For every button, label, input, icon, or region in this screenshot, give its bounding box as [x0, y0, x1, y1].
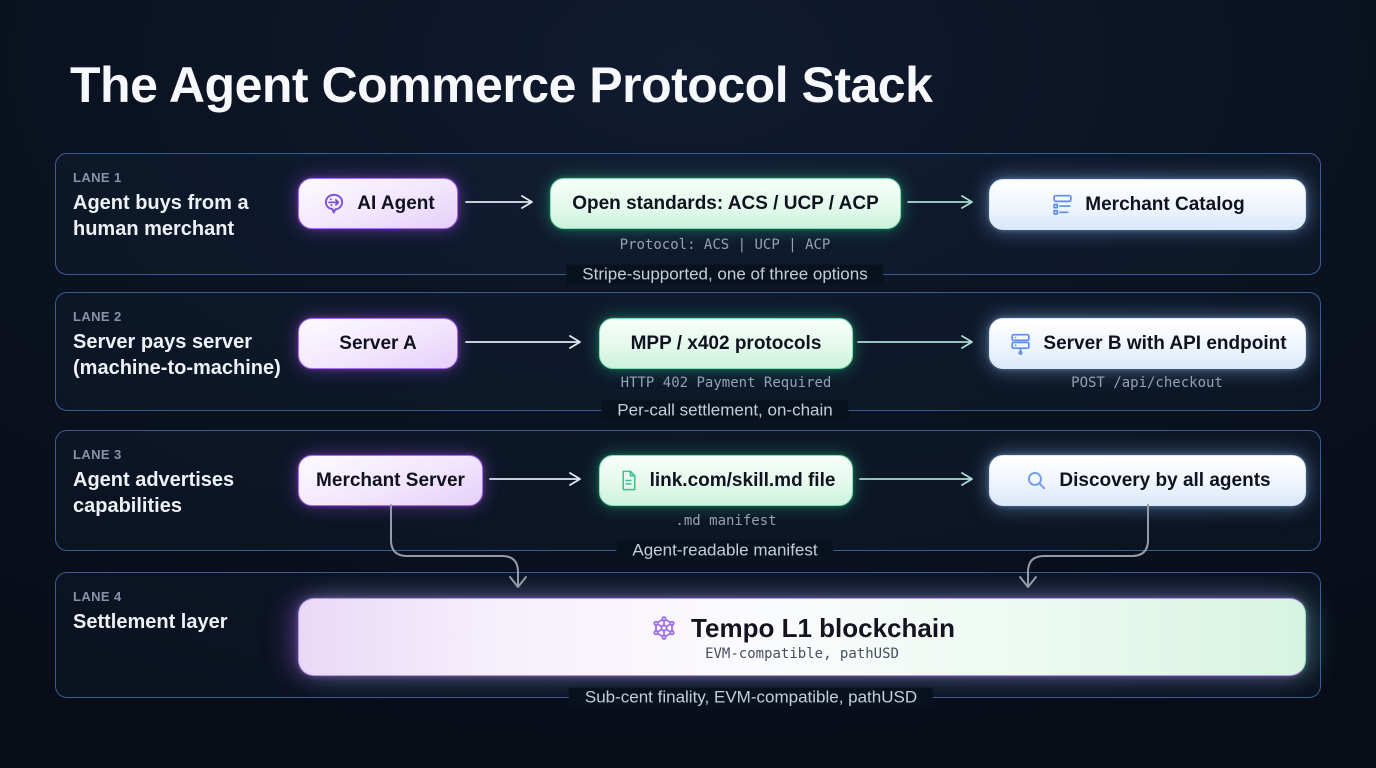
tempo-blockchain-box: Tempo L1 blockchain EVM-compatible, path… — [298, 598, 1306, 676]
lane-4-heading: Settlement layer — [73, 611, 228, 633]
tempo-label: Tempo L1 blockchain — [691, 612, 955, 643]
tempo-sublabel: EVM-compatible, pathUSD — [705, 645, 899, 662]
skill-md-box: link.com/skill.md file — [599, 455, 853, 506]
discovery-box: Discovery by all agents — [989, 455, 1306, 506]
skill-md-label: link.com/skill.md file — [649, 469, 836, 491]
lane-4-caption: Sub-cent finality, EVM-compatible, pathU… — [568, 687, 934, 708]
lane-3-heading: Agent advertises capabilities — [73, 469, 235, 517]
lane-2-info: LANE 2 Server pays server (machine-to-ma… — [73, 309, 301, 381]
merchant-catalog-box: Merchant Catalog — [989, 179, 1306, 230]
lane-1-heading: Agent buys from a human merchant — [73, 192, 249, 240]
merchant-server-label: Merchant Server — [316, 469, 465, 491]
mpp-x402-box: MPP / x402 protocols — [599, 318, 853, 369]
lane-1-caption: Stripe-supported, one of three options — [566, 264, 884, 285]
md-manifest-sublabel: .md manifest — [675, 513, 777, 529]
lane-4-info: LANE 4 Settlement layer — [73, 589, 228, 635]
page-title: The Agent Commerce Protocol Stack — [70, 57, 933, 113]
lane-4: LANE 4 Settlement layer T — [55, 572, 1321, 708]
file-icon — [617, 469, 640, 492]
network-icon — [649, 613, 679, 643]
lane-1-label: LANE 1 — [73, 170, 122, 185]
lane-2-heading: Server pays server (machine-to-machine) — [73, 331, 281, 379]
open-standards-box: Open standards: ACS / UCP / ACP — [550, 178, 901, 229]
lane-1: LANE 1 Agent buys from a human merchant … — [55, 153, 1321, 285]
tempo-head: Tempo L1 blockchain — [649, 613, 955, 644]
brain-icon — [321, 191, 347, 217]
merchant-catalog-label: Merchant Catalog — [1085, 193, 1245, 215]
server-a-label: Server A — [339, 332, 417, 354]
server-a-box: Server A — [298, 318, 458, 369]
server-b-box: Server B with API endpoint — [989, 318, 1306, 369]
open-standards-label: Open standards: ACS / UCP / ACP — [572, 192, 879, 214]
ai-agent-box: AI Agent — [298, 178, 458, 229]
discovery-label: Discovery by all agents — [1059, 469, 1271, 491]
post-checkout-sublabel: POST /api/checkout — [1071, 375, 1223, 391]
lane-2: LANE 2 Server pays server (machine-to-ma… — [55, 292, 1321, 421]
http-402-sublabel: HTTP 402 Payment Required — [620, 375, 832, 391]
protocol-sublabel: Protocol: ACS | UCP | ACP — [619, 237, 831, 253]
lane-3: LANE 3 Agent advertises capabilities Mer… — [55, 430, 1321, 561]
merchant-server-box: Merchant Server — [298, 455, 483, 506]
lane-2-label: LANE 2 — [73, 309, 122, 324]
catalog-icon — [1050, 192, 1075, 217]
lane-2-caption: Per-call settlement, on-chain — [601, 400, 849, 421]
lane-4-label: LANE 4 — [73, 589, 122, 604]
mpp-x402-label: MPP / x402 protocols — [630, 332, 822, 354]
lane-3-caption: Agent-readable manifest — [616, 540, 834, 561]
lane-1-info: LANE 1 Agent buys from a human merchant — [73, 170, 301, 242]
lane-3-label: LANE 3 — [73, 447, 122, 462]
search-icon — [1024, 468, 1049, 493]
ai-agent-label: AI Agent — [357, 192, 435, 214]
server-icon — [1008, 331, 1033, 356]
lane-3-info: LANE 3 Agent advertises capabilities — [73, 447, 301, 519]
server-b-label: Server B with API endpoint — [1043, 332, 1287, 354]
